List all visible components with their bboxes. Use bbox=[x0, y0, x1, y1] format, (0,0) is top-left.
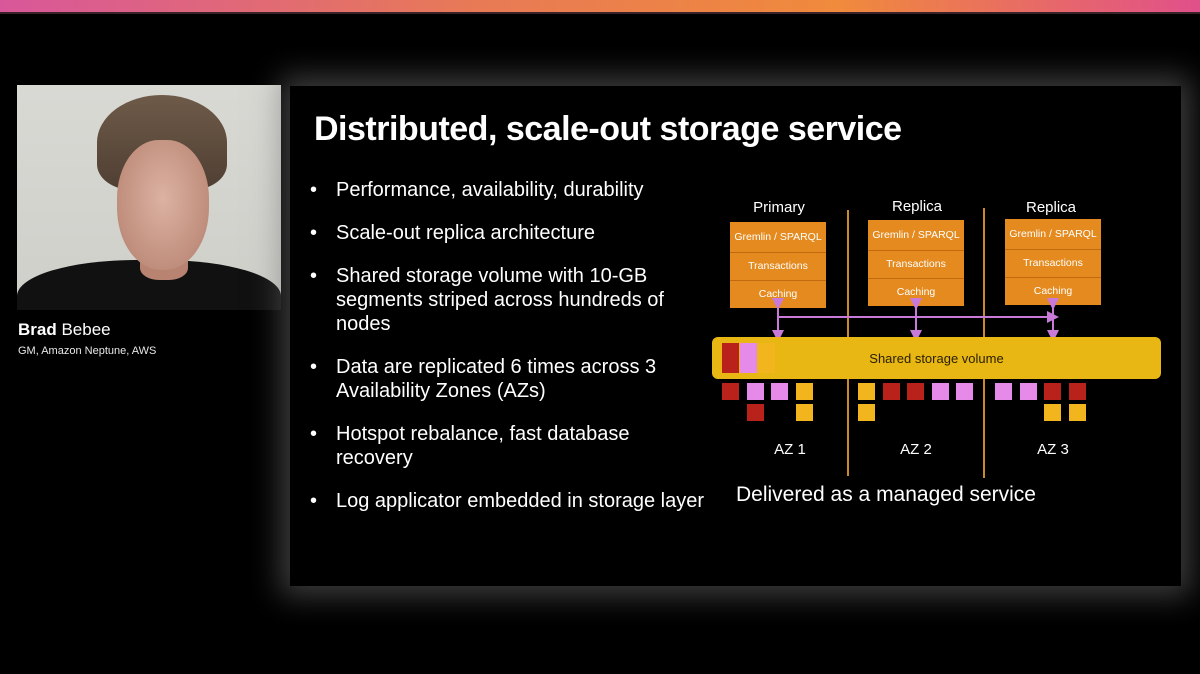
az-label: AZ 3 bbox=[1037, 441, 1069, 458]
bullet-item: • Shared storage volume with 10-GB segmen… bbox=[310, 264, 710, 336]
bullet-text: Scale-out replica architecture bbox=[336, 222, 596, 244]
top-accent-line bbox=[0, 12, 1200, 14]
storage-node-red bbox=[747, 404, 764, 421]
bullet-item: • Scale-out replica architecture bbox=[310, 221, 710, 245]
bullet-text: Performance, availability, durability bbox=[336, 179, 644, 201]
presentation-slide: Distributed, scale-out storage service •… bbox=[290, 86, 1181, 586]
bullet-dot-icon: • bbox=[310, 179, 318, 201]
layer-query: Gremlin / SPARQL bbox=[868, 220, 964, 251]
storage-node-yellow bbox=[796, 404, 813, 421]
shared-storage-volume: Shared storage volume bbox=[712, 337, 1161, 379]
bullet-text: Data are replicated 6 times across 3 Ava… bbox=[336, 356, 657, 402]
column-label-primary: Primary bbox=[753, 199, 805, 216]
bullet-dot-icon: • bbox=[310, 222, 318, 244]
column-label-replica: Replica bbox=[891, 198, 943, 215]
storage-node-red bbox=[1044, 383, 1061, 400]
storage-node-yellow bbox=[858, 404, 875, 421]
storage-node-pink bbox=[956, 383, 973, 400]
layer-query: Gremlin / SPARQL bbox=[730, 222, 826, 253]
speaker-last-name: Bebee bbox=[61, 320, 111, 339]
storage-node-red bbox=[907, 383, 924, 400]
storage-label: Shared storage volume bbox=[869, 350, 1004, 366]
storage-node-pink bbox=[995, 383, 1012, 400]
layer-caching: Caching bbox=[758, 288, 798, 300]
storage-node-pink bbox=[932, 383, 949, 400]
architecture-diagram: Primary Replica Replica Gremlin / SPARQL… bbox=[290, 86, 1181, 586]
bullet-text: Log applicator embedded in storage layer bbox=[336, 490, 705, 512]
db-instance-replica: Gremlin / SPARQL Transactions Caching bbox=[1005, 219, 1101, 305]
storage-segment-red bbox=[722, 343, 739, 373]
layer-transactions: Transactions bbox=[1005, 250, 1101, 278]
storage-node-yellow bbox=[1044, 404, 1061, 421]
layer-transactions: Transactions bbox=[730, 253, 826, 281]
bullet-dot-icon: • bbox=[310, 490, 318, 512]
bullet-dot-icon: • bbox=[310, 423, 318, 445]
speaker-face bbox=[117, 140, 209, 270]
storage-node-yellow bbox=[796, 383, 813, 400]
diagram-caption: Delivered as a managed service bbox=[736, 483, 1036, 506]
storage-node-red bbox=[1069, 383, 1086, 400]
storage-node-red bbox=[883, 383, 900, 400]
bullet-item: • Data are replicated 6 times across 3 Av… bbox=[310, 355, 710, 403]
speaker-name: Brad Bebee bbox=[18, 320, 111, 340]
bullet-item: • Performance, availability, durability bbox=[310, 178, 710, 202]
slide-title: Distributed, scale-out storage service bbox=[314, 110, 902, 148]
layer-caching: Caching bbox=[1033, 285, 1073, 297]
replication-links bbox=[772, 298, 1059, 342]
storage-node-yellow bbox=[858, 383, 875, 400]
top-accent-bar bbox=[0, 0, 1200, 12]
storage-segment-yellow bbox=[758, 343, 775, 373]
speaker-first-name: Brad bbox=[18, 320, 57, 339]
layer-transactions: Transactions bbox=[868, 251, 964, 279]
storage-segment-pink bbox=[740, 343, 757, 373]
speaker-video bbox=[17, 85, 281, 310]
storage-node-yellow bbox=[1069, 404, 1086, 421]
column-label-replica: Replica bbox=[1025, 199, 1077, 216]
storage-node-pink bbox=[1020, 383, 1037, 400]
bullet-text: Shared storage volume with 10-GB segment… bbox=[336, 265, 664, 335]
storage-node-pink bbox=[747, 383, 764, 400]
bullet-dot-icon: • bbox=[310, 356, 318, 378]
layer-query: Gremlin / SPARQL bbox=[1005, 219, 1101, 250]
bullet-list: • Performance, availability, durability •… bbox=[310, 178, 710, 532]
speaker-title: GM, Amazon Neptune, AWS bbox=[18, 345, 157, 357]
bullet-text: Hotspot rebalance, fast database recover… bbox=[336, 423, 630, 469]
bullet-item: • Hotspot rebalance, fast database recove… bbox=[310, 422, 710, 470]
bullet-dot-icon: • bbox=[310, 265, 318, 287]
db-instance-primary: Gremlin / SPARQL Transactions Caching bbox=[730, 222, 826, 308]
layer-caching: Caching bbox=[896, 286, 936, 298]
az-label: AZ 2 bbox=[900, 441, 932, 458]
storage-node-pink bbox=[771, 383, 788, 400]
db-instance-replica: Gremlin / SPARQL Transactions Caching bbox=[868, 220, 964, 306]
az-label: AZ 1 bbox=[774, 441, 806, 458]
storage-node-red bbox=[722, 383, 739, 400]
bullet-item: • Log applicator embedded in storage laye… bbox=[310, 489, 710, 513]
